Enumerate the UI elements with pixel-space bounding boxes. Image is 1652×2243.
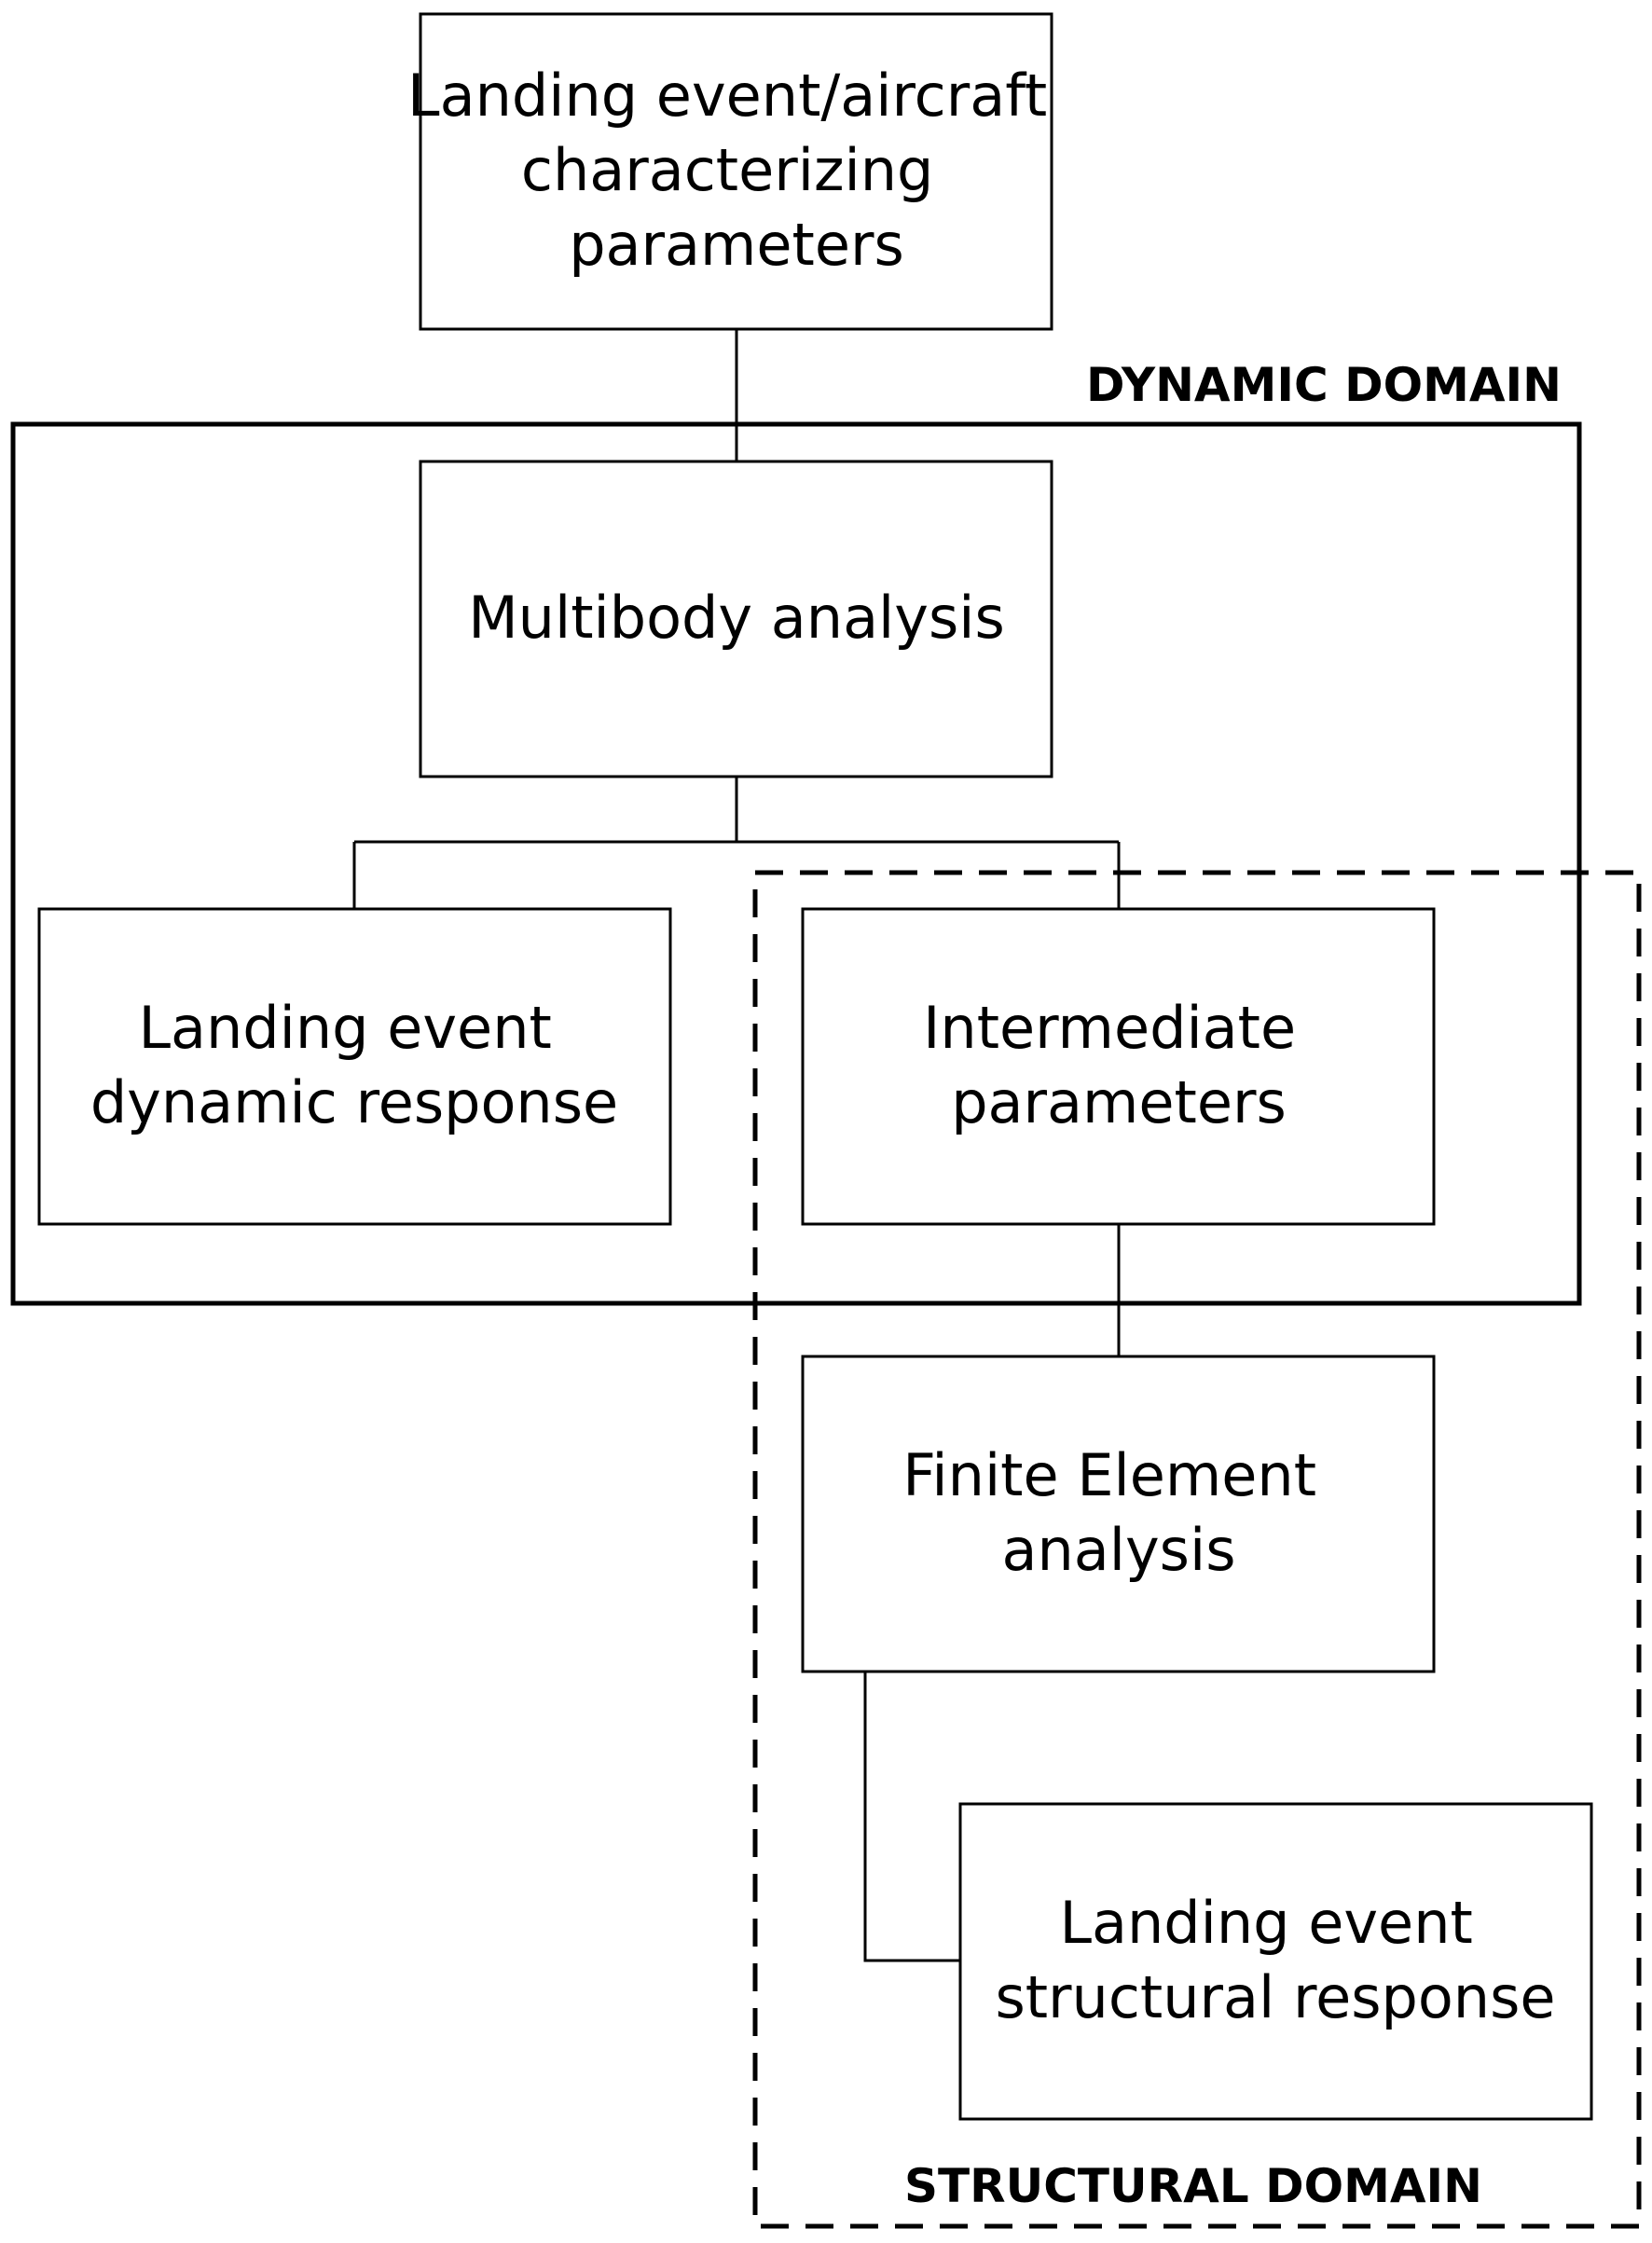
structural-domain-label: STRUCTURAL DOMAIN [904, 2159, 1482, 2213]
fea-line-2: analysis [1001, 1516, 1235, 1584]
box-multibody [419, 460, 1053, 778]
intermediate-line-1: Intermediate [923, 994, 1296, 1062]
structural-response-line-1: Landing event [1059, 1889, 1472, 1957]
connector-fea-to-structural-response [863, 1672, 960, 1962]
intermediate-text: Intermediate parameters [923, 994, 1315, 1136]
multibody-text: Multibody analysis [468, 584, 1005, 652]
dynamic-domain-label: DYNAMIC DOMAIN [1086, 358, 1562, 412]
box-fea [801, 1355, 1436, 1673]
dynamic-response-line-2: dynamic response [90, 1068, 618, 1136]
fea-line-1: Finite Element [902, 1441, 1316, 1509]
box-landing-params [419, 12, 1053, 331]
landing-params-line-3: parameters [569, 211, 904, 279]
dynamic-domain-frame [10, 421, 1582, 1306]
dynamic-response-text: Landing event dynamic response [90, 994, 618, 1136]
multibody-line-1: Multibody analysis [468, 584, 1005, 652]
intermediate-line-2: parameters [951, 1068, 1287, 1136]
structural-response-line-2: structural response [995, 1963, 1555, 2031]
fea-text: Finite Element analysis [902, 1441, 1334, 1584]
connectors [352, 329, 1121, 1962]
structural-response-text: Landing event structural response [995, 1889, 1555, 2031]
box-structural-response [958, 1802, 1593, 2121]
box-dynamic-response [37, 907, 672, 1226]
landing-params-line-2: characterizing [521, 136, 934, 204]
landing-params-line-1: Landing event/aircraft [407, 62, 1047, 130]
landing-params-text: Landing event/aircraft characterizing pa… [407, 62, 1066, 279]
dynamic-response-line-1: Landing event [138, 994, 551, 1062]
box-intermediate [801, 907, 1436, 1226]
